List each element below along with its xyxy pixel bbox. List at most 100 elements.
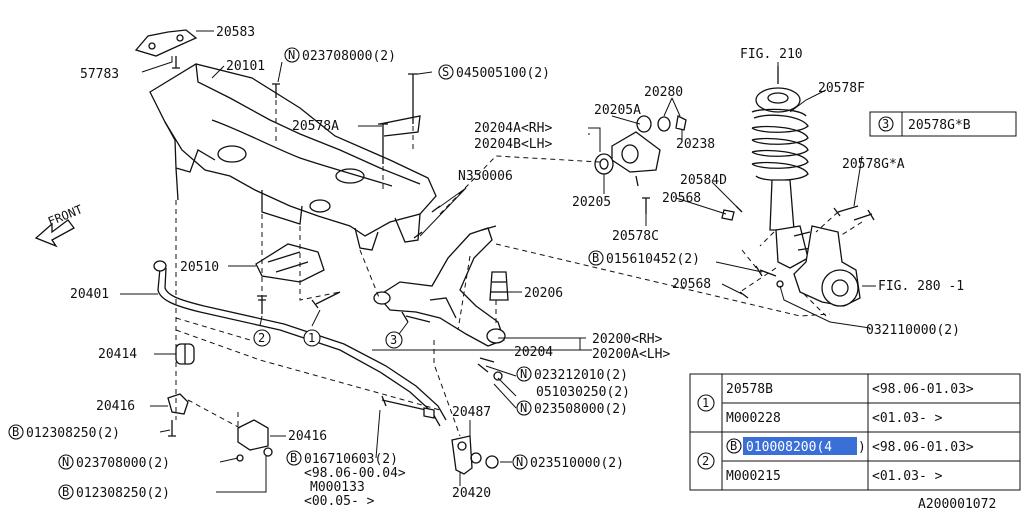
- label-20205A: 20205A: [594, 103, 641, 118]
- bushing-20206: [489, 271, 509, 301]
- label-20416-right: 20416: [288, 429, 327, 444]
- label-20206: 20206: [524, 286, 563, 301]
- table-ref-2-digit: 2: [702, 454, 709, 468]
- bolt-group-frame: [257, 73, 441, 314]
- screw-marker-letter: S: [442, 65, 449, 79]
- label-20204A: 20204A<RH>: [474, 121, 552, 136]
- table-r1b-date: <01.03- >: [872, 411, 943, 426]
- label-N023510000: 023510000(2): [530, 456, 624, 471]
- label-20101: 20101: [226, 59, 265, 74]
- stabilizer-bar-20401: [153, 260, 447, 427]
- label-20238: 20238: [676, 137, 715, 152]
- label-20401: 20401: [70, 287, 109, 302]
- steering-knuckle: [793, 225, 861, 307]
- bolt-marker-b4-letter: B: [290, 451, 297, 465]
- nut-marker-5-letter: N: [516, 455, 523, 469]
- bolt-marker-b3: [58, 484, 74, 500]
- label-20578GA: 20578G*A: [842, 157, 905, 172]
- table-bolt-marker-letter: B: [730, 439, 737, 453]
- bolt-marker-b3-letter: B: [62, 485, 69, 499]
- label-fig-280: FIG. 280 -1: [878, 279, 964, 294]
- label-date-0005: <00.05- >: [304, 494, 375, 509]
- table-ref-2: [697, 452, 715, 470]
- ref-marker-1-diagram: [303, 329, 321, 347]
- nut-marker-2: [516, 366, 532, 382]
- bolt-marker-b1: [588, 250, 604, 266]
- nut-marker: [284, 47, 300, 63]
- label-N350006: N350006: [458, 169, 513, 184]
- label-20200A-lh: 20200A<LH>: [592, 347, 670, 362]
- table-bolt-marker: [726, 438, 742, 454]
- label-20204B: 20204B<LH>: [474, 137, 552, 152]
- label-20414: 20414: [98, 347, 137, 362]
- label-N023508000: 023508000(2): [534, 402, 628, 417]
- front-arrow: FRONT: [34, 202, 85, 248]
- table-r2b-date: <01.03- >: [872, 469, 943, 484]
- bolt-marker-b1-letter: B: [592, 251, 599, 265]
- document-id: A200001072: [918, 497, 996, 512]
- label-20420: 20420: [452, 486, 491, 501]
- bracket-20510: [255, 243, 325, 283]
- label-20204: 20204: [514, 345, 553, 360]
- label-B015610452: 015610452(2): [606, 252, 700, 267]
- nut-marker-3: [516, 400, 532, 416]
- label-date-9806-0004: <98.06-00.04>: [304, 466, 406, 481]
- table-ref-1-digit: 1: [702, 396, 709, 410]
- label-B016710603: 016710603(2): [304, 452, 398, 467]
- ref-marker-3-diagram-digit: 3: [390, 333, 397, 347]
- bolt-lower-arm: [401, 311, 503, 381]
- ref-marker-3-diagram: [385, 331, 403, 349]
- ref-marker-2-diagram-digit: 2: [258, 331, 265, 345]
- label-20578A: 20578A: [292, 119, 339, 134]
- stabilizer-link-20420: [451, 435, 499, 475]
- table-ref-1: [697, 394, 715, 412]
- label-20510: 20510: [180, 260, 219, 275]
- coil-spring: [751, 114, 809, 181]
- reference-table: 1 2 20578B <98.06-01.03> M000228 <01.03-…: [689, 373, 1021, 491]
- part-labels: 20583 57783 20101 N 023708000(2) S 04500…: [8, 25, 1017, 509]
- front-label: FRONT: [46, 202, 85, 229]
- ref-marker-3-box: [878, 116, 894, 132]
- nut-marker-4-letter: N: [62, 455, 69, 469]
- ref-marker-1-diagram-digit: 1: [308, 331, 315, 345]
- table-r1a-part: 20578B: [726, 382, 773, 397]
- callout-box-20578GB: [869, 111, 1017, 137]
- support-20204: [594, 115, 687, 214]
- lower-arm-20200: [373, 225, 506, 347]
- nut-marker-5: [512, 454, 528, 470]
- label-M000133: M000133: [310, 480, 365, 495]
- nut-marker-letter: N: [288, 48, 295, 62]
- bracket-20416-left: [167, 393, 189, 437]
- ref-marker-3-box-digit: 3: [882, 117, 889, 131]
- label-20578C: 20578C: [612, 229, 659, 244]
- label-20416-left: 20416: [96, 399, 135, 414]
- ref-marker-2-diagram: [253, 329, 271, 347]
- table-r2a-date: <98.06-01.03>: [872, 440, 974, 455]
- nut-marker-3-letter: N: [520, 401, 527, 415]
- label-20205: 20205: [572, 195, 611, 210]
- table-r1b-part: M000228: [726, 411, 781, 426]
- leader-lines: [120, 30, 876, 493]
- label-20578F: 20578F: [818, 81, 865, 96]
- strut-assembly: [751, 66, 813, 269]
- bushing-20414: [175, 343, 195, 365]
- label-20200-rh: 20200<RH>: [592, 332, 663, 347]
- label-B012308250-upper: 012308250(2): [26, 426, 120, 441]
- table-r2a-part[interactable]: 010008200(4: [746, 440, 832, 455]
- nut-marker-2-letter: N: [520, 367, 527, 381]
- table-r2a-tail: ): [858, 440, 866, 455]
- label-S045005100: 045005100(2): [456, 66, 550, 81]
- screw-marker: [438, 64, 454, 80]
- label-57783: 57783: [80, 67, 119, 82]
- label-N023212010: 023212010(2): [534, 368, 628, 383]
- bolt-marker-b4: [286, 450, 302, 466]
- table-highlight: [743, 437, 857, 455]
- bolt-016710603: [381, 395, 435, 419]
- bracket-20416-right: [236, 419, 273, 462]
- label-N023708000: 023708000(2): [302, 49, 396, 64]
- label-20280: 20280: [644, 85, 683, 100]
- label-20583: 20583: [216, 25, 255, 40]
- label-20568-lower: 20568: [672, 277, 711, 292]
